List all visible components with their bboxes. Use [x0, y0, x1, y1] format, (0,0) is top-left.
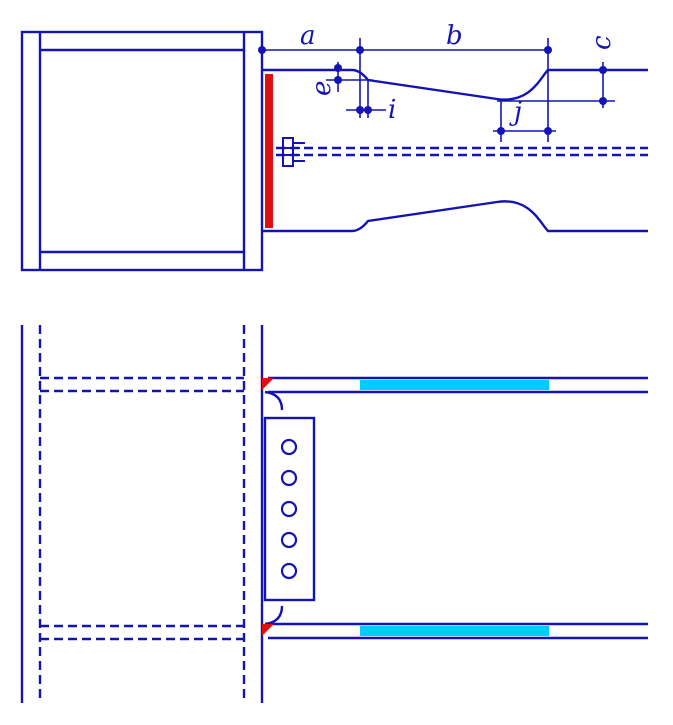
beam-web-dashed: [276, 146, 648, 157]
bolt-hole: [280, 531, 298, 549]
label-a: a: [300, 21, 316, 51]
weld-access-hole-top: [264, 390, 284, 411]
label-e: e: [307, 81, 337, 96]
bolt-holes: [280, 438, 298, 580]
weld-strip: [265, 74, 273, 228]
weld-access-hole-bottom: [264, 605, 284, 626]
cover-plate-top: [360, 380, 549, 390]
column-hidden-lines: [38, 325, 246, 703]
column-outline: [20, 30, 264, 272]
bolt-hole: [280, 438, 298, 456]
flange-weld-bottom: [262, 624, 274, 636]
label-c: c: [587, 35, 617, 50]
bolt-icon: [278, 137, 305, 167]
label-i: i: [388, 95, 396, 125]
top-view: [20, 30, 648, 272]
shear-tab: [263, 416, 316, 602]
beam-flange-bottom-edge: [262, 200, 648, 233]
dimension-dots: [258, 46, 607, 135]
label-b: b: [446, 21, 463, 51]
dimensions: [261, 32, 615, 142]
elevation-view: [20, 325, 648, 703]
bolt-hole: [280, 562, 298, 580]
bolt-hole: [280, 500, 298, 518]
cover-plate-bottom: [360, 626, 549, 636]
flange-weld-top: [262, 378, 274, 390]
dimension-labels: a b c e i j: [300, 21, 617, 127]
beam-flange-top-edge: [262, 68, 648, 101]
bolt-hole: [280, 469, 298, 487]
column-section: [20, 30, 264, 272]
